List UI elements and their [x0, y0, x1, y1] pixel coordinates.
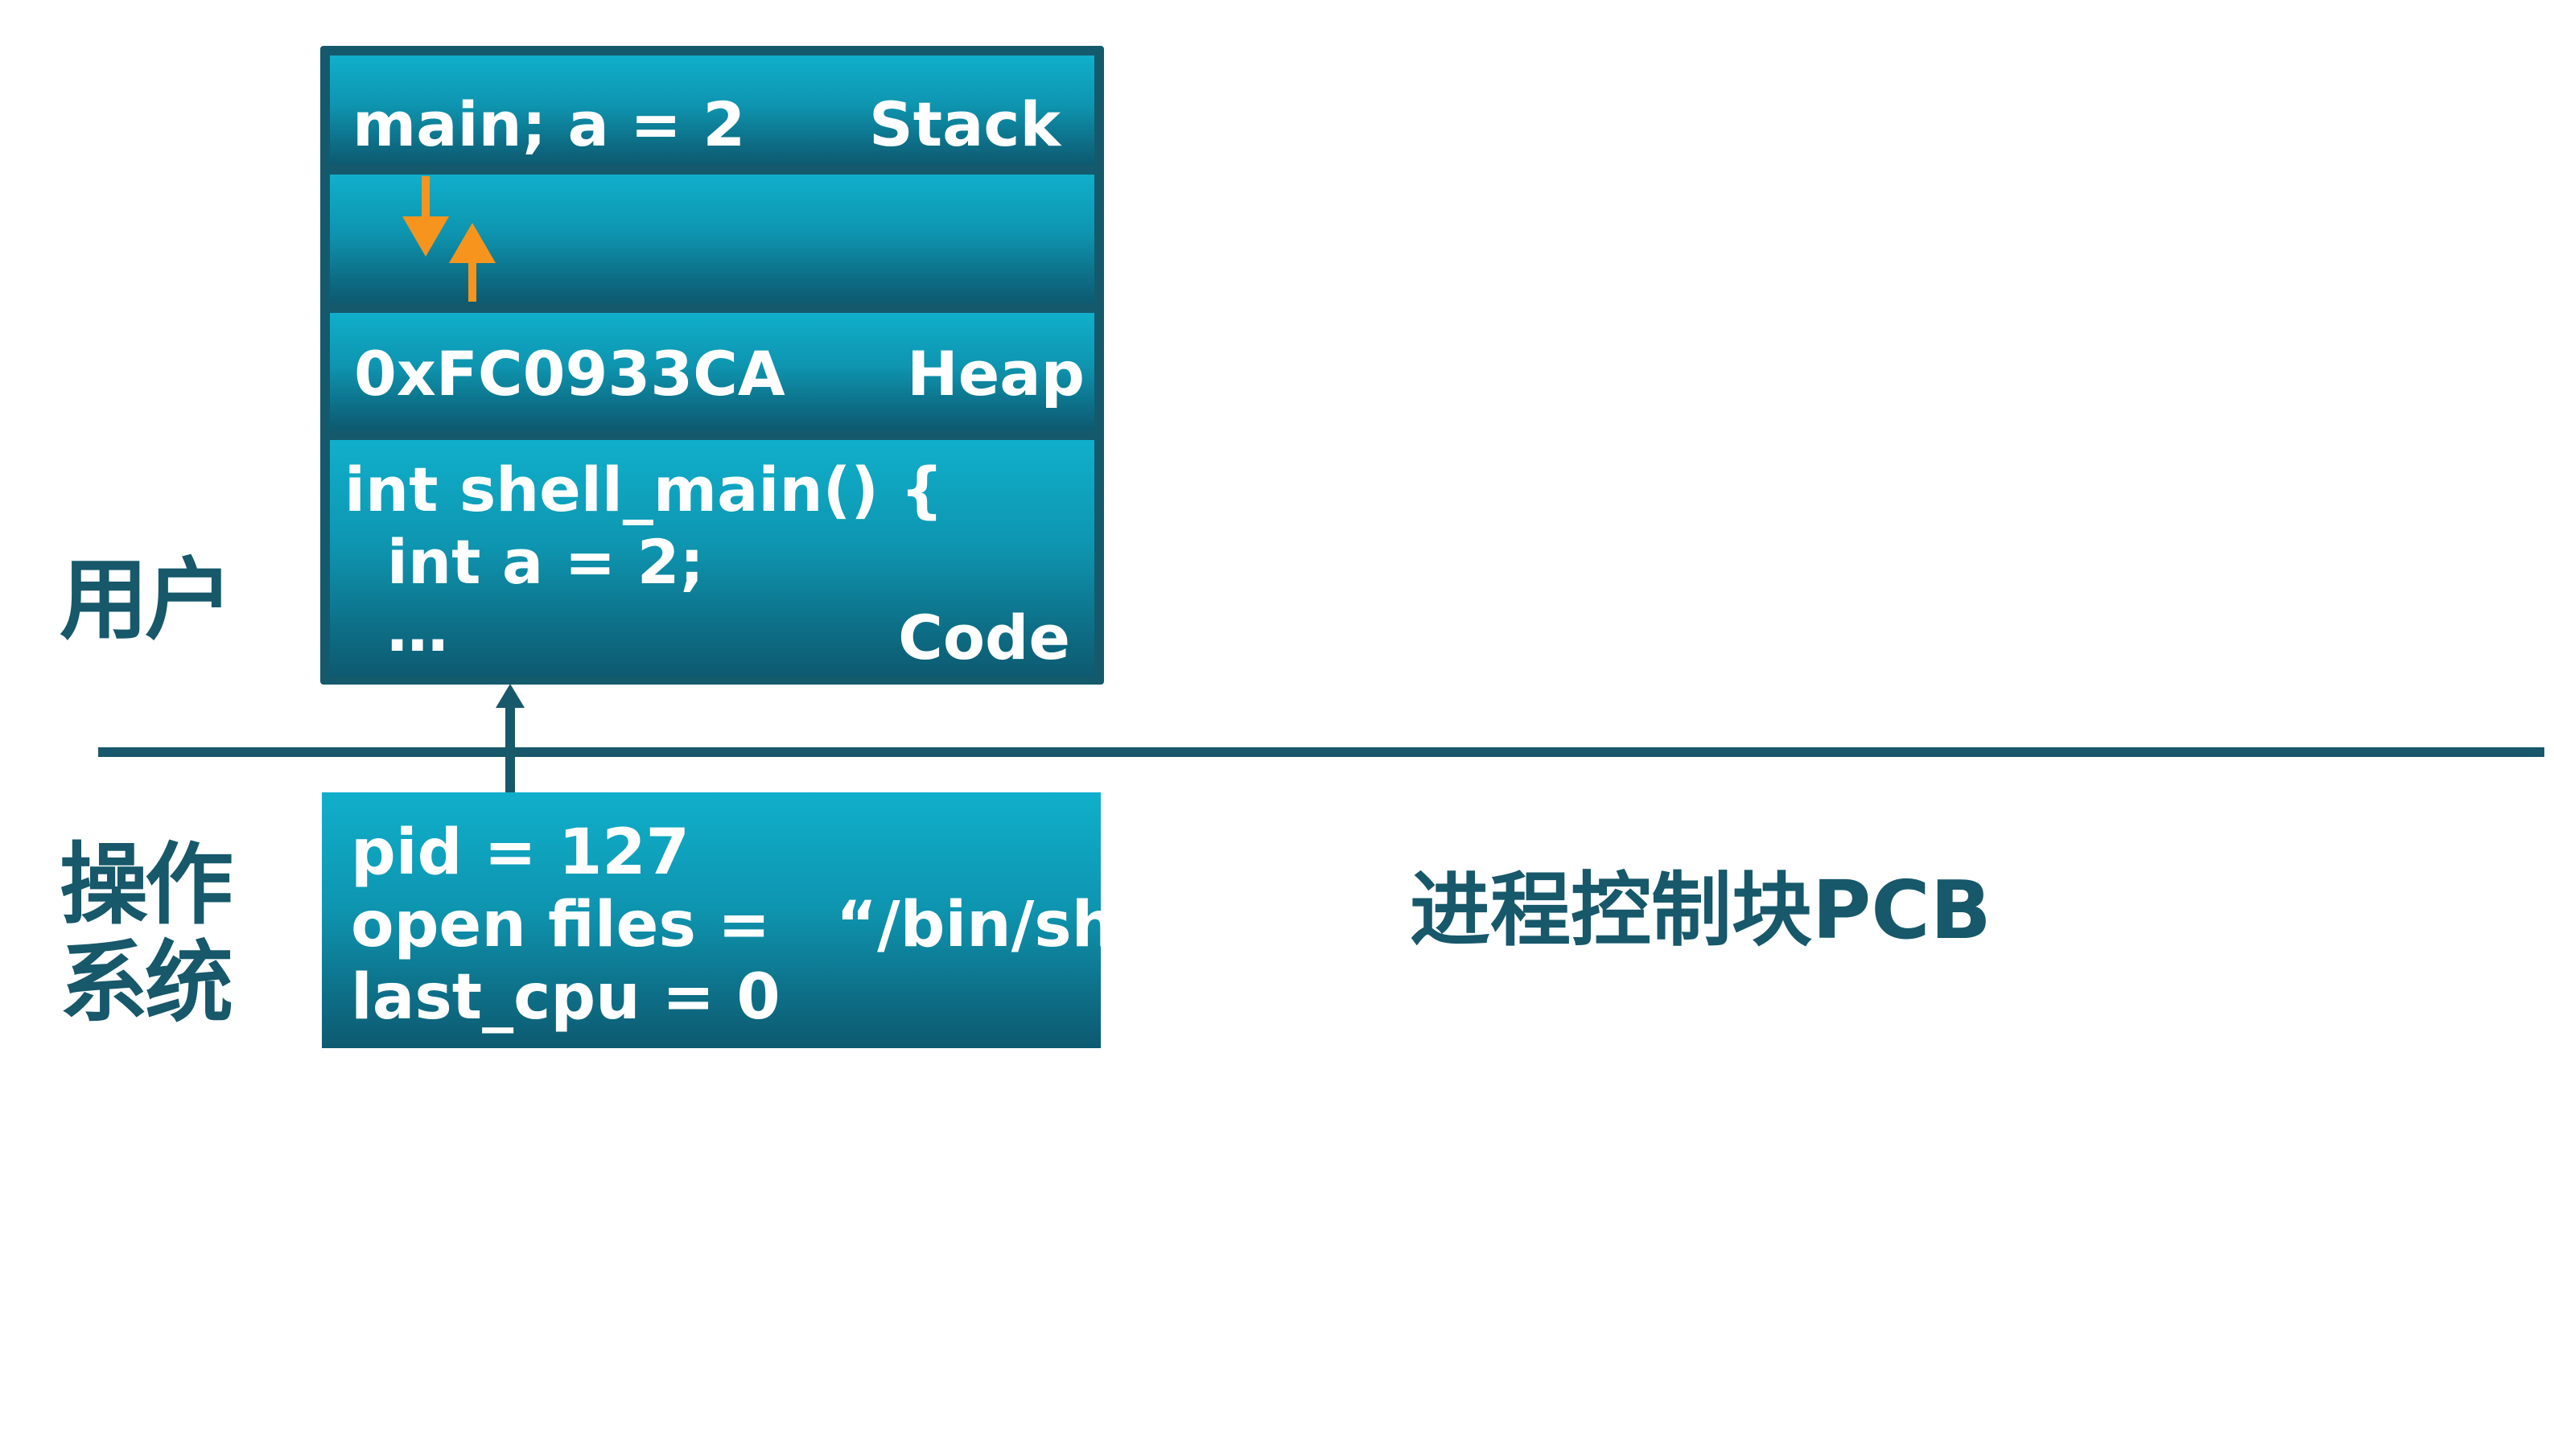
growth-arrows: [402, 176, 496, 302]
os-label-line-2: 系统: [60, 932, 233, 1034]
stack-content: main; a = 2: [352, 88, 746, 160]
pcb-box: pid = 127 open files = “/bin/sh” last_cp…: [322, 792, 1157, 1048]
arrow-down-icon: [402, 176, 449, 257]
code-label: Code: [898, 602, 1070, 673]
os-label-line-1: 操作: [60, 833, 233, 936]
heap-content: 0xFC0933CA: [354, 338, 785, 409]
code-line-1: int shell_main() {: [344, 454, 944, 525]
pcb-open-files: open files = “/bin/sh”: [351, 889, 1158, 961]
user-kernel-divider: [98, 747, 2544, 757]
arrow-up-icon: [449, 223, 496, 302]
stack-segment: main; a = 2 Stack: [330, 56, 1094, 165]
code-line-2: int a = 2;: [344, 526, 705, 598]
free-space-segment: [330, 175, 1094, 303]
heap-segment: 0xFC0933CA Heap: [330, 313, 1094, 430]
user-label: 用户: [60, 549, 233, 652]
code-segment: int shell_main() { int a = 2; … Code: [330, 440, 1094, 677]
arrow-up-icon: [496, 684, 525, 793]
stack-label: Stack: [869, 88, 1061, 160]
pcb-last-cpu: last_cpu = 0: [351, 961, 781, 1034]
pcb-title: 进程控制块PCB: [1410, 863, 1992, 957]
heap-label: Heap: [907, 338, 1085, 409]
code-line-3: …: [344, 594, 448, 665]
process-memory-box: main; a = 2 Stack 0xFC0933CA Heap int sh…: [320, 46, 1104, 685]
pcb-pid: pid = 127: [351, 816, 690, 889]
